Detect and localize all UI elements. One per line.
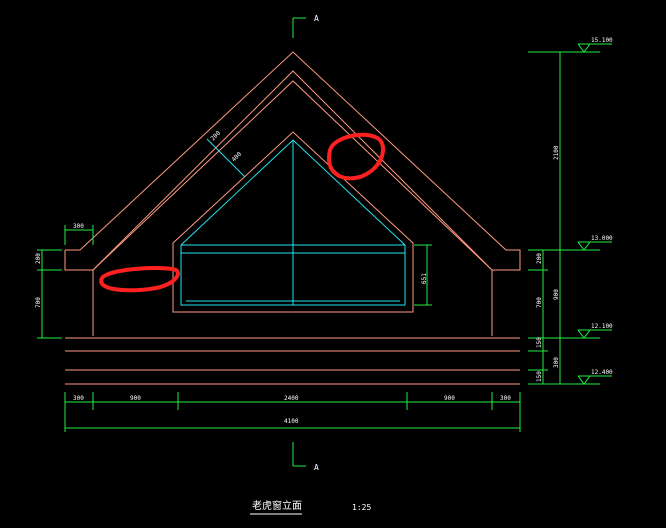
section-marker-top: A [292, 14, 319, 38]
right-dim-900: 900 [553, 289, 560, 300]
roof-outline [64, 51, 521, 385]
roof-thickness-label-1: 200 [209, 130, 222, 143]
window-frame-outer [172, 131, 414, 313]
right-dimensions [528, 51, 600, 385]
roof-outer-edge [64, 51, 521, 271]
bottom-dim-2400: 2400 [284, 395, 299, 402]
right-dim-150b: 150 [536, 371, 543, 382]
left-top-300: 300 [73, 223, 84, 230]
right-dim-300: 300 [553, 357, 560, 368]
drawing-scale: 1:25 [352, 503, 371, 512]
section-marker-bottom-label: A [314, 463, 319, 472]
dormer-window [180, 138, 406, 306]
elevation-marks [577, 43, 612, 385]
window-height-dim [414, 244, 432, 306]
window-height-label: 651 [421, 273, 428, 284]
elevation-12400: 12.400 [591, 369, 613, 376]
bottom-dim-300-left: 300 [73, 395, 84, 402]
bottom-dim-900-right: 900 [444, 395, 455, 402]
bottom-dim-900-left: 900 [130, 395, 141, 402]
roof-thickness-label-2: 400 [230, 151, 243, 164]
bottom-dim-total: 4100 [284, 418, 299, 425]
markup-annotations [99, 132, 386, 293]
right-dim-150a: 150 [536, 337, 543, 348]
red-circle-mark-1 [327, 132, 386, 181]
right-dim-2100: 2100 [553, 145, 560, 160]
elevation-15100: 15.100 [591, 37, 613, 44]
elevation-12100: 12.100 [591, 323, 613, 330]
left-dim-200: 200 [35, 253, 42, 264]
section-marker-bottom: A [292, 442, 319, 472]
left-dim-700: 700 [35, 297, 42, 308]
left-dimensions [37, 225, 94, 339]
red-circle-mark-2 [99, 266, 180, 293]
roof-thickness-dim [206, 138, 246, 178]
elevation-13000: 13.000 [591, 235, 613, 242]
window-frame-inner [180, 139, 406, 306]
right-dim-700: 700 [536, 297, 543, 308]
right-dim-200: 200 [536, 253, 543, 264]
bottom-dimensions [64, 392, 521, 432]
roof-inner-edge [92, 80, 493, 271]
section-marker-top-label: A [314, 14, 319, 23]
drawing-title: 老虎窗立面 [252, 499, 302, 512]
bottom-dim-300-right: 300 [500, 395, 511, 402]
